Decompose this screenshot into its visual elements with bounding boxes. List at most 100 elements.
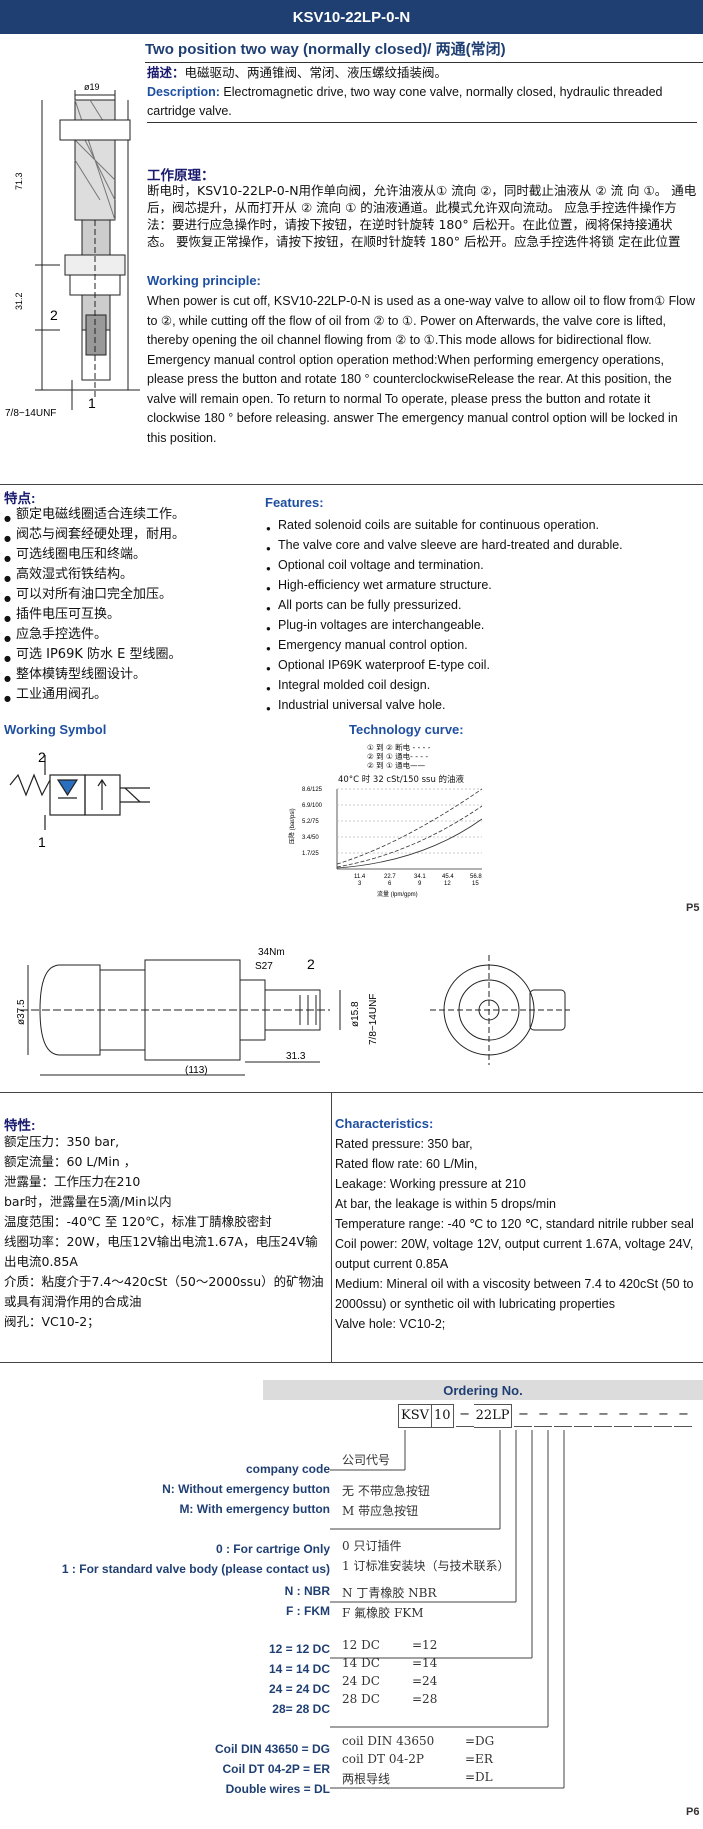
dim-diameter: ø19 — [84, 82, 100, 92]
working-principle-cn-title: 工作原理： — [147, 168, 215, 183]
feature-item: 可选 IP69K 防水 E 型线圈。 — [4, 645, 259, 669]
ordering-cn-label: 0 只订插件 — [342, 1539, 402, 1553]
ordering-cn-label: M 带应急按钮 — [342, 1504, 419, 1518]
y-tick: 1.7/25 — [302, 851, 319, 857]
y-tick: 8.6/125 — [302, 787, 323, 793]
x-tick: 6 — [388, 881, 392, 887]
ordering-connector-lines — [330, 1430, 565, 1789]
ordering-label: Double wires = DL — [225, 1782, 330, 1796]
order-code-box: − — [614, 1404, 633, 1427]
features-cn-title: 特点: — [4, 491, 36, 506]
order-code-box: − — [674, 1404, 693, 1427]
ordering-cn-label: 14 DC — [342, 1656, 380, 1670]
characteristic-line: 介质：粘度介于7.4～420cSt（50～2000ssu）的矿物油或具有润滑作用… — [4, 1274, 324, 1309]
characteristic-line: Temperature range: -40 ℃ to 120 ℃, stand… — [335, 1217, 694, 1231]
x-tick: 9 — [418, 881, 422, 887]
x-tick: 22.7 — [384, 874, 396, 880]
x-tick: 56.8 — [470, 874, 482, 880]
working-principle-cn: 断电时，KSV10-22LP-0-N用作单向阀，允许油液从① 流向 ②，同时截止… — [147, 183, 697, 249]
ordering-label: F : FKM — [286, 1604, 330, 1618]
order-code-box: − — [594, 1404, 613, 1427]
features-en-list: Rated solenoid coils are suitable for co… — [266, 515, 696, 719]
characteristic-line: bar时，泄露量在5滴/Min以内 — [4, 1194, 172, 1209]
characteristics-cn-list: 额定压力：350 bar, 额定流量：60 L/Min ， 泄露量：工作压力在210… — [4, 1132, 330, 1332]
port-2-label: 2 — [50, 307, 58, 323]
ordering-cn-label: 无 不带应急按钮 — [342, 1484, 430, 1498]
x-tick: 11.4 — [354, 874, 366, 880]
feature-item: 应急手控选件。 — [4, 625, 259, 649]
characteristic-line: Leakage: Working pressure at 210 — [335, 1177, 526, 1191]
ordering-label: M: With emergency button — [179, 1502, 330, 1516]
x-tick: 12 — [444, 881, 451, 887]
ordering-label: 14 = 14 DC — [268, 1662, 330, 1676]
characteristic-line: 线圈功率：20W，电压12V输出电流1.67A，电压24V输出电流0.85A — [4, 1234, 318, 1269]
dim-short-length: 31.3 — [286, 1051, 306, 1062]
wrench-size-label: S27 — [255, 961, 273, 972]
divider — [0, 1362, 703, 1363]
torque-label: 34Nm — [258, 947, 285, 958]
subtitle: Two position two way (normally closed)/ … — [145, 41, 506, 58]
ordering-cn-label: 28 DC — [342, 1692, 380, 1706]
characteristics-en-title: Characteristics: — [335, 1116, 434, 1131]
ordering-cn-label: coil DT 04-2P — [342, 1752, 424, 1766]
order-code-box: − — [514, 1404, 533, 1427]
working-principle-en: When power is cut off, KSV10-22LP-0-N is… — [147, 294, 696, 445]
ordering-code: =ER — [465, 1752, 493, 1766]
characteristic-line: Medium: Mineral oil with a viscosity bet… — [335, 1277, 694, 1311]
divider — [145, 62, 703, 63]
feature-item: 额定电磁线圈适合连续工作。 — [4, 505, 259, 529]
ordering-label: Coil DIN 43650 = DG — [214, 1742, 330, 1756]
dim-height-2: 31.2 — [14, 292, 24, 310]
feature-item: High-efficiency wet armature structure. — [266, 575, 696, 599]
dim-total-length: (113) — [185, 1065, 208, 1076]
dim-body-diameter: ø37.5 — [16, 999, 27, 1025]
order-code-box: − — [455, 1404, 474, 1427]
feature-item: 阀芯与阀套经硬处理，耐用。 — [4, 525, 259, 549]
order-code-box: − — [574, 1404, 593, 1427]
working-symbol-title: Working Symbol — [4, 722, 107, 737]
page-number: P6 — [686, 1806, 700, 1818]
x-tick: 34.1 — [414, 874, 426, 880]
features-cn-list: 额定电磁线圈适合连续工作。阀芯与阀套经硬处理，耐用。可选线圈电压和终端。高效湿式… — [4, 505, 259, 709]
ordering-label: N : NBR — [284, 1584, 330, 1598]
description-cn-label: 描述： — [147, 66, 185, 80]
dim-height-1: 71.3 — [14, 172, 24, 190]
characteristic-line: At bar, the leakage is within 5 drops/mi… — [335, 1197, 556, 1211]
feature-item: Rated solenoid coils are suitable for co… — [266, 515, 696, 539]
ordering-code: =14 — [412, 1656, 438, 1670]
feature-item: Plug-in voltages are interchangeable. — [266, 615, 696, 639]
ordering-code: =12 — [412, 1638, 438, 1652]
ordering-label: 0 : For cartrige Only — [215, 1542, 330, 1556]
order-code-box: 10 — [432, 1404, 454, 1428]
characteristic-line: Rated pressure: 350 bar, — [335, 1137, 473, 1151]
order-code-box: − — [654, 1404, 673, 1427]
curve-legend-item: ① 到 ② 断电 - - - - — [367, 743, 431, 752]
description: 描述：电磁驱动、两通锥阀、常闭、液压螺纹插装阀。 Description: El… — [147, 64, 697, 123]
order-code-box: − — [554, 1404, 573, 1427]
symbol-port-2: 2 — [38, 750, 46, 765]
feature-item: Integral molded coil design. — [266, 675, 696, 699]
order-code-box: KSV — [398, 1404, 433, 1428]
order-code-box: 22LP — [473, 1404, 513, 1428]
ordering-code: =28 — [412, 1692, 438, 1706]
ordering-cn-label: coil DIN 43650 — [342, 1734, 435, 1748]
feature-item: Optional IP69K waterproof E-type coil. — [266, 655, 696, 679]
characteristic-line: 额定流量：60 L/Min ， — [4, 1154, 137, 1169]
characteristic-line: 阀孔：VC10-2； — [4, 1314, 100, 1329]
ordering-cn-label: 公司代号 — [342, 1453, 391, 1467]
feature-item: All ports can be fully pressurized. — [266, 595, 696, 619]
dim-small-diameter: ø15.8 — [350, 1001, 361, 1027]
working-symbol-diagram: 2 1 — [9, 750, 150, 850]
characteristic-line: 额定压力：350 bar, — [4, 1134, 120, 1149]
features-en-title: Features: — [265, 495, 324, 510]
ordering-cn-label: N 丁青橡胶 NBR — [342, 1586, 437, 1600]
characteristic-line: 泄露量：工作压力在210 — [4, 1174, 141, 1189]
ordering-cn-label: 24 DC — [342, 1674, 380, 1688]
curve-legend-item: ② 到 ① 通电—— — [367, 761, 426, 770]
port-1-label: 1 — [88, 395, 96, 411]
divider — [0, 484, 703, 485]
symbol-port-1: 1 — [38, 834, 46, 850]
x-axis-label: 流量 (lpm/gpm) — [377, 890, 418, 898]
technology-curve-chart: 8.6/125 6.9/100 5.2/75 3.4/50 1.7/25 11.… — [288, 787, 482, 898]
